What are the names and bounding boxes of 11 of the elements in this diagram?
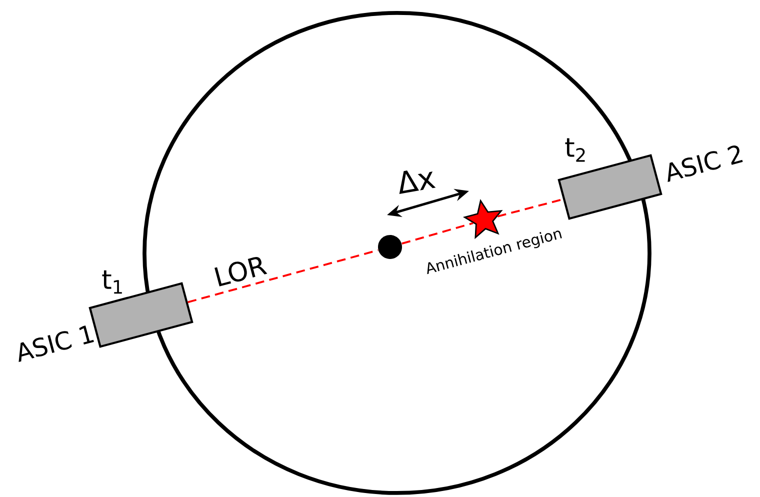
lor-line — [497, 198, 564, 218]
center-dot — [378, 234, 402, 259]
lor-line — [402, 222, 474, 244]
timestamp-label: t$_{2}$ — [565, 138, 585, 162]
distance-label: Δx — [399, 170, 436, 194]
detector-label: ASIC 1 — [18, 326, 94, 362]
detector-ring — [142, 11, 652, 495]
timestamp-label: t$_{1}$ — [102, 270, 122, 294]
detector-label: ASIC 2 — [668, 146, 743, 182]
lor-line — [188, 249, 378, 304]
edge-label: LOR — [214, 257, 268, 286]
